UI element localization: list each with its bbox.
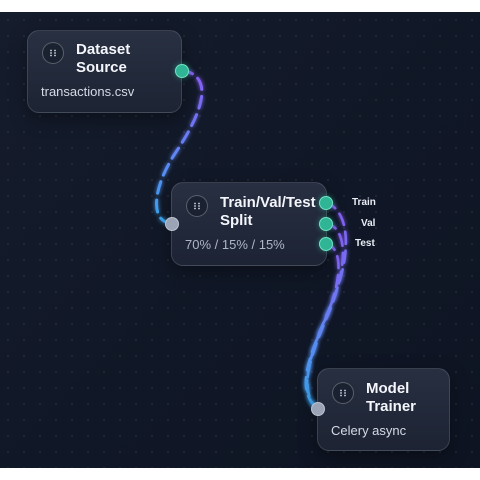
flow-canvas[interactable]: Dataset Source transactions.csv Train/Va… <box>0 12 480 468</box>
grip-dots-icon[interactable] <box>186 195 208 217</box>
edge-dataset-to-split <box>155 68 204 225</box>
node-train-val-test-split[interactable]: Train/Val/Test Split 70% / 15% / 15% <box>171 182 327 266</box>
node-title: Model Trainer <box>366 380 417 415</box>
output-port-val[interactable] <box>319 217 333 231</box>
grip-dots-icon[interactable] <box>42 42 64 64</box>
node-title: Dataset Source <box>76 41 131 76</box>
port-label-train: Train <box>352 197 376 208</box>
input-port-split[interactable] <box>165 217 179 231</box>
output-port-train[interactable] <box>319 196 333 210</box>
output-port-dataset[interactable] <box>175 64 189 78</box>
input-port-trainer[interactable] <box>311 402 325 416</box>
node-model-trainer[interactable]: Model Trainer Celery async <box>317 368 450 451</box>
output-port-test[interactable] <box>319 237 333 251</box>
port-label-test: Test <box>355 238 375 249</box>
edge-layer <box>155 68 348 410</box>
grip-dots-icon[interactable] <box>332 382 354 404</box>
node-title: Train/Val/Test Split <box>220 194 316 229</box>
node-dataset-source[interactable]: Dataset Source transactions.csv <box>27 30 182 113</box>
port-label-val: Val <box>361 218 376 229</box>
node-subtitle: Celery async <box>331 423 407 438</box>
node-subtitle: 70% / 15% / 15% <box>185 237 285 252</box>
edge-test-to-trainer <box>306 241 340 410</box>
node-subtitle: transactions.csv <box>41 84 135 99</box>
